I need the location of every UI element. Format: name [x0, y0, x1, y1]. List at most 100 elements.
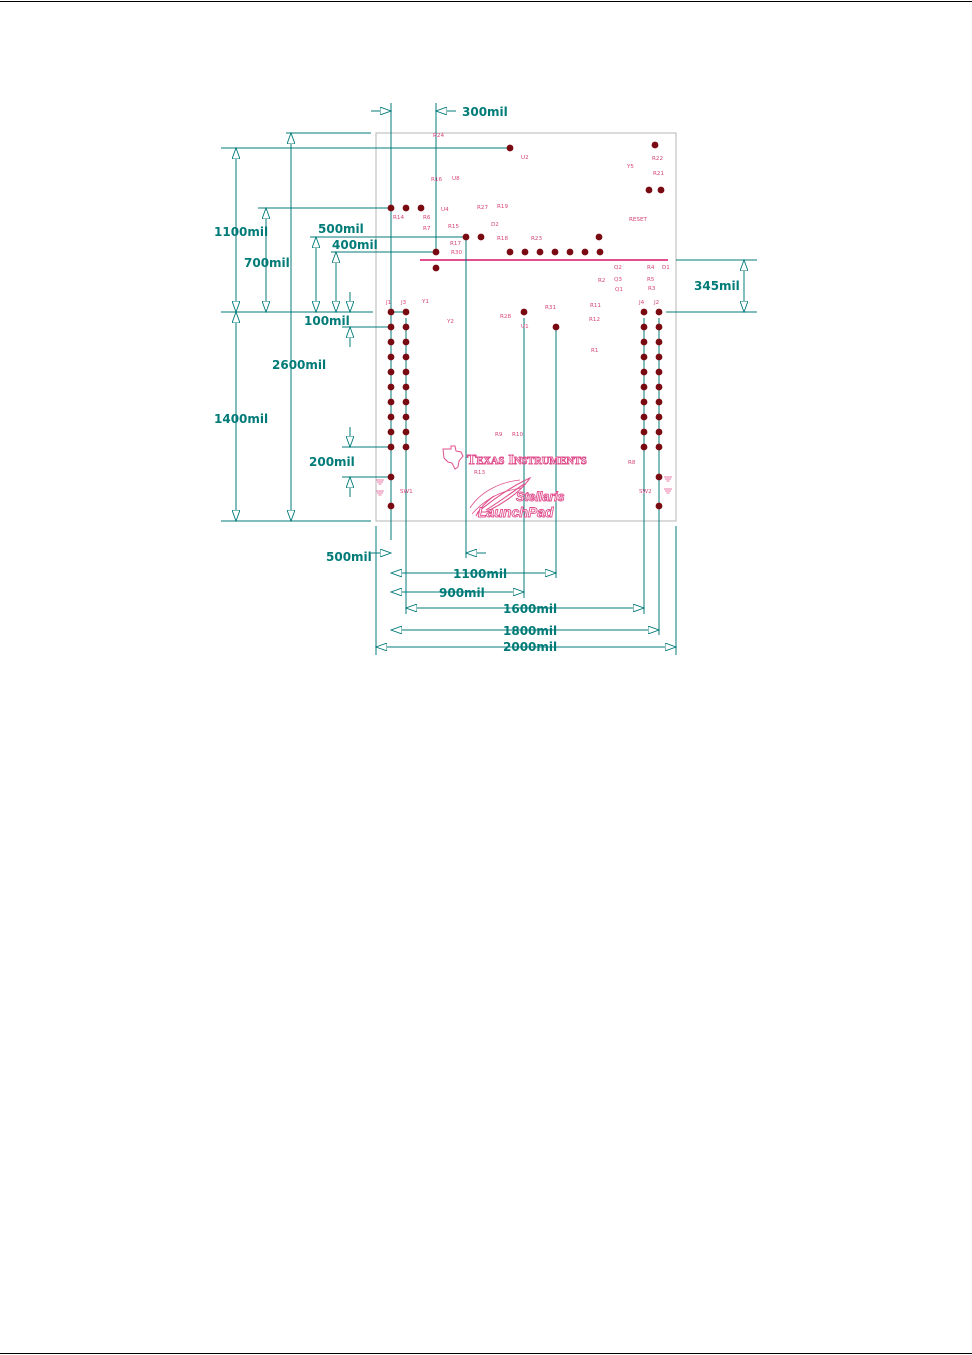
refdes-q3: Q3	[614, 277, 622, 283]
refdes-u8: U8	[452, 176, 460, 182]
refdes-j4: J4	[638, 300, 645, 306]
pad-hole	[387, 323, 395, 331]
pad-hole	[655, 413, 663, 421]
refdes-r2: R2	[598, 278, 605, 284]
pad-hole	[402, 413, 410, 421]
pad-hole	[387, 428, 395, 436]
dim-100mil: 100mil	[304, 314, 350, 328]
dim-400mil: 400mil	[332, 238, 378, 252]
pad-hole	[640, 338, 648, 346]
refdes-r23: R23	[531, 236, 542, 242]
dim-700mil: 700mil	[244, 256, 290, 270]
refdes-u2: U2	[521, 155, 529, 161]
pad-hole	[657, 186, 665, 194]
pad-hole	[462, 233, 470, 241]
pad-hole	[640, 368, 648, 376]
dimension-labels: 300mil 1100mil 700mil 500mil 400mil 345m…	[214, 105, 740, 654]
dim-1600mil: 1600mil	[503, 602, 557, 616]
pad-hole	[402, 338, 410, 346]
refdes-r22: R22	[652, 156, 663, 162]
pad-hole	[387, 443, 395, 451]
ti-logo-icon	[442, 445, 464, 470]
refdes-r16: R16	[431, 177, 442, 183]
dimension-lines	[221, 103, 757, 655]
dim-1100mil-bottom: 1100mil	[453, 567, 507, 581]
pad-hole	[655, 428, 663, 436]
refdes-q1: Q1	[615, 287, 623, 293]
refdes-u1: U1	[521, 324, 529, 330]
pad-hole	[655, 473, 663, 481]
refdes-r21: R21	[653, 171, 664, 177]
dim-300mil: 300mil	[462, 105, 508, 119]
refdes-r3: R3	[648, 286, 656, 292]
refdes-y1: Y1	[421, 299, 429, 305]
pad-hole	[417, 204, 425, 212]
pad-hole	[387, 413, 395, 421]
refdes-sw2: SW2	[639, 489, 652, 495]
refdes-r6: R6	[423, 215, 431, 221]
pad-hole	[655, 338, 663, 346]
pad-hole	[595, 233, 603, 241]
pad-hole	[552, 323, 560, 331]
refdes-u4: U4	[441, 207, 449, 213]
refdes-y2: Y2	[446, 319, 454, 325]
pad-hole	[387, 473, 395, 481]
refdes-r9: R9	[495, 432, 503, 438]
refdes-d1: D1	[662, 265, 670, 271]
pad-hole	[640, 428, 648, 436]
pad-hole	[655, 323, 663, 331]
dim-1800mil: 1800mil	[503, 624, 557, 638]
pad-hole	[596, 248, 604, 256]
stellaris-text: Stellaris	[516, 490, 565, 504]
stellaris-launchpad-logo: Stellaris LaunchPad	[469, 476, 565, 520]
pad-hole	[402, 204, 410, 212]
refdes-r5: R5	[647, 277, 655, 283]
refdes-r18: R18	[497, 236, 508, 242]
dim-345mil: 345mil	[694, 279, 740, 293]
pad-hole	[402, 428, 410, 436]
pad-hole	[651, 141, 659, 149]
refdes-r11: R11	[590, 303, 601, 309]
dim-2000mil: 2000mil	[503, 640, 557, 654]
refdes-r31: R31	[545, 305, 556, 311]
refdes-r13: R13	[474, 470, 485, 476]
pad-hole	[640, 323, 648, 331]
pad-hole	[551, 248, 559, 256]
pad-hole	[640, 308, 648, 316]
pad-hole	[402, 353, 410, 361]
pad-hole	[655, 443, 663, 451]
pad-hole	[640, 353, 648, 361]
pad-hole	[655, 383, 663, 391]
refdes-r1: R1	[591, 348, 599, 354]
refdes-y5: Y5	[626, 164, 634, 170]
pad-hole	[581, 248, 589, 256]
dim-900mil: 900mil	[439, 586, 485, 600]
refdes-r27: R27	[477, 205, 488, 211]
pad-hole	[432, 264, 440, 272]
pad-hole	[640, 443, 648, 451]
refdes-r24: R24	[433, 133, 444, 139]
pad-hole	[402, 383, 410, 391]
refdes-r17: R17	[450, 241, 461, 247]
refdes-j1: J1	[385, 300, 392, 306]
rocket-swoosh	[469, 479, 523, 515]
page-top-rule	[0, 1, 972, 2]
refdes-q2: Q2	[614, 265, 622, 271]
pad-hole	[645, 186, 653, 194]
pad-hole	[655, 502, 663, 510]
refdes-r30: R30	[451, 250, 462, 256]
page-bottom-rule	[0, 1353, 972, 1354]
pad-hole	[566, 248, 574, 256]
pad-hole	[536, 248, 544, 256]
reference-designators: R24 U2 R22 Y5 R21 R16 U8 U4 R27 R19 R14 …	[385, 133, 670, 495]
pad-hole	[655, 308, 663, 316]
dim-200mil: 200mil	[309, 455, 355, 469]
pad-hole	[520, 308, 528, 316]
pad-hole	[402, 323, 410, 331]
refdes-r19: R19	[497, 204, 508, 210]
pad-hole	[402, 443, 410, 451]
pad-hole	[432, 248, 440, 256]
